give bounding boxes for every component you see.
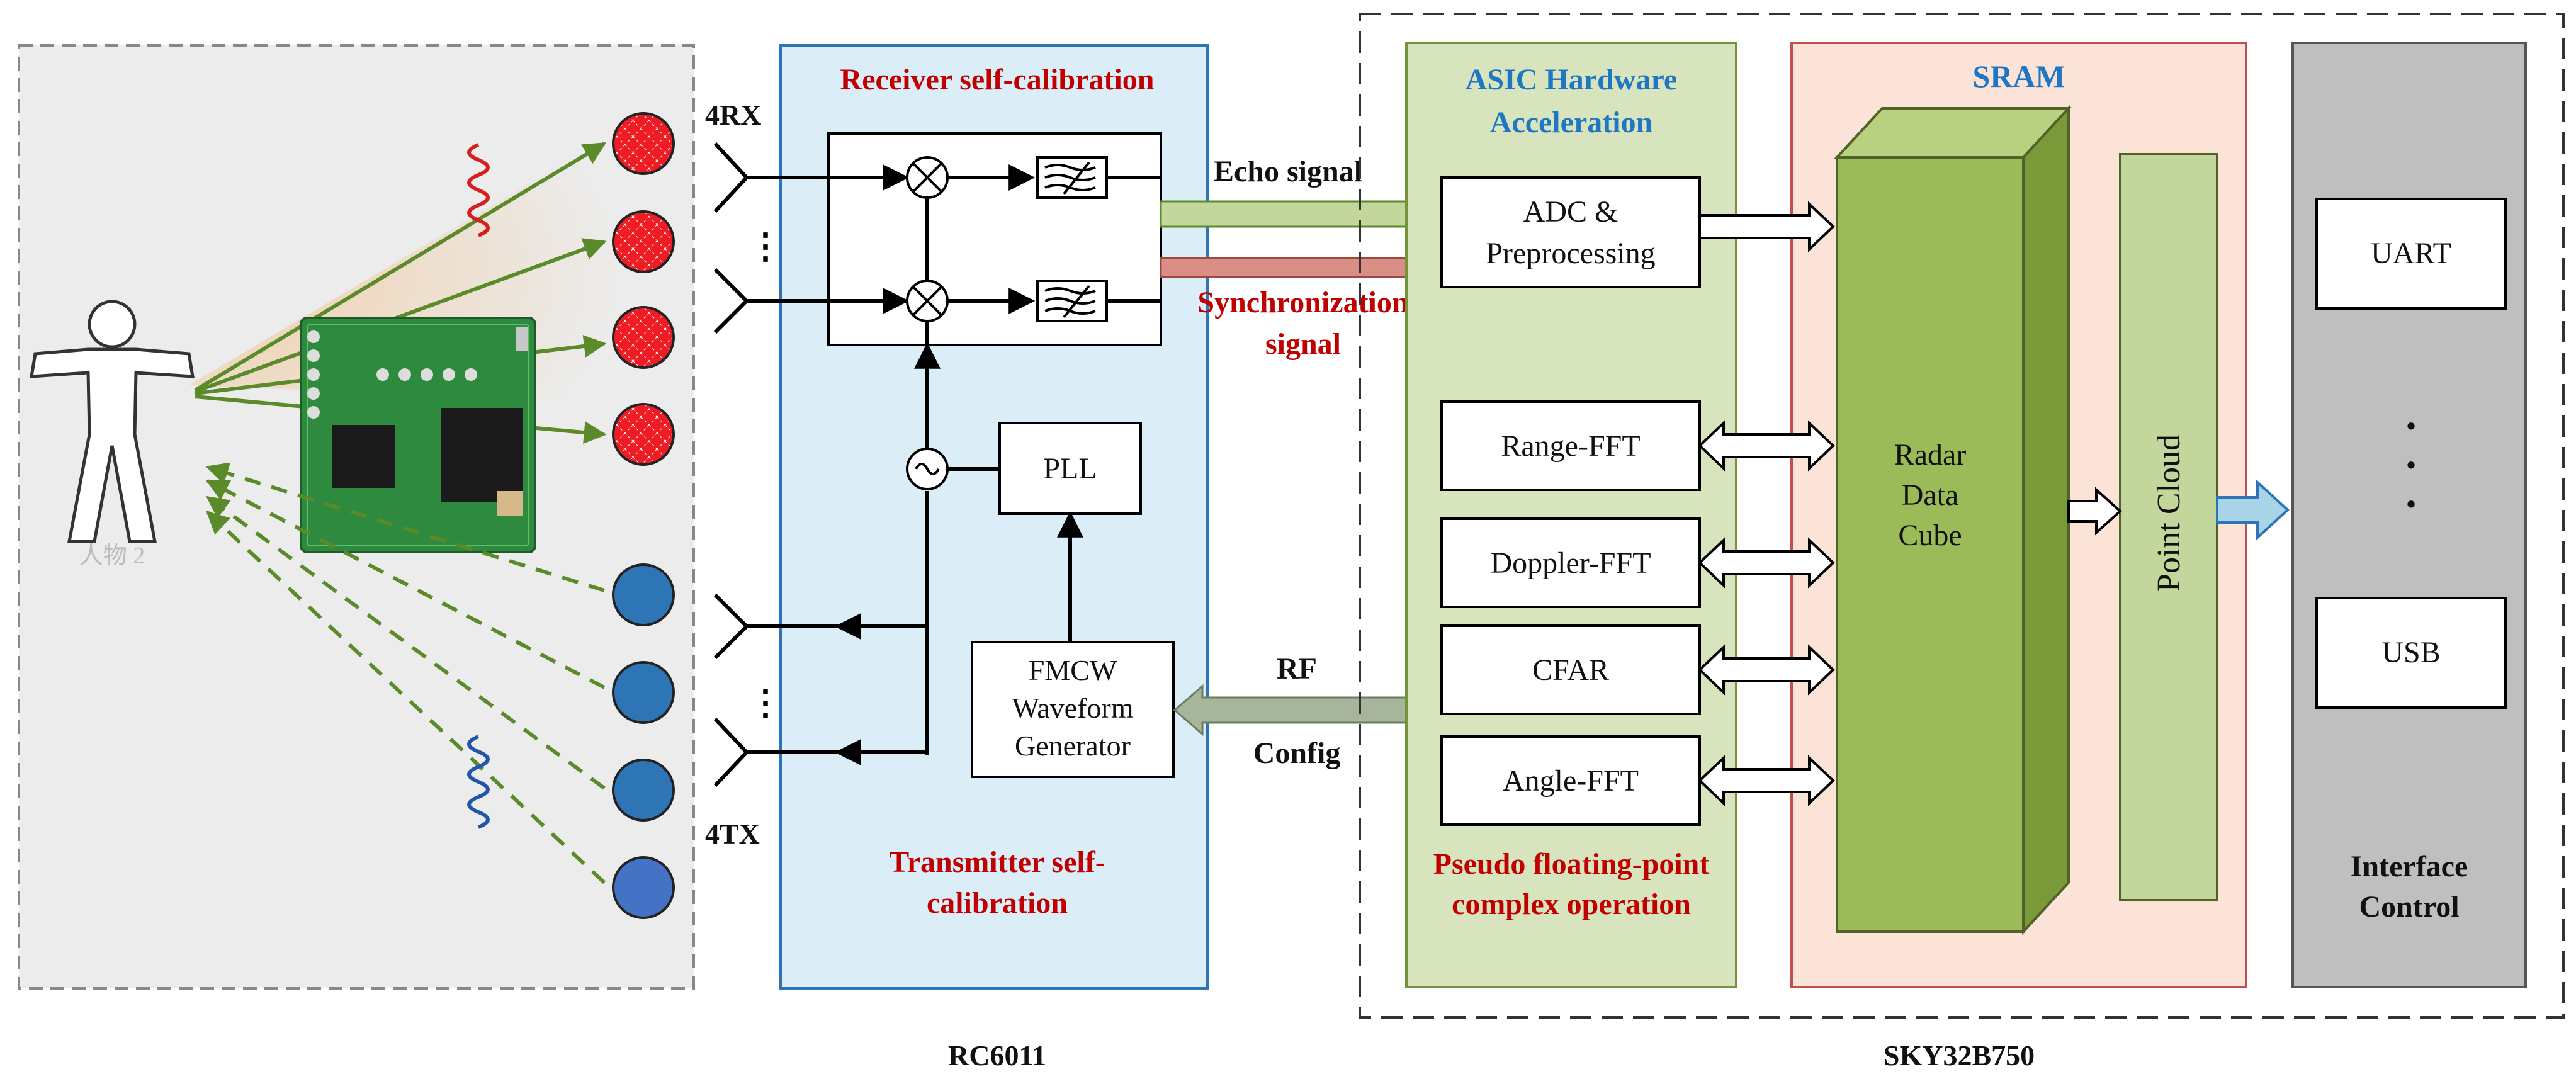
point-cloud-block — [2119, 153, 2218, 901]
echo-wave-icon — [467, 735, 490, 829]
sram-title: SRAM — [1972, 59, 2065, 94]
tx-count-label: 4TX — [705, 818, 760, 850]
rx-antennas — [713, 142, 828, 334]
person-label: 人物 2 — [79, 543, 145, 569]
cube-label-3: Cube — [1898, 519, 1962, 552]
target-red-4 — [612, 403, 675, 466]
range-fft-label: Range-FFT — [1501, 429, 1640, 463]
radar-data-cube — [1834, 105, 2072, 935]
output-arrow — [2216, 479, 2290, 541]
data-flow-arrows — [1698, 201, 2122, 806]
config-label: Config — [1253, 737, 1341, 770]
usb-block — [2315, 597, 2507, 709]
tx-antennas — [713, 593, 750, 788]
asic-title-2: Acceleration — [1490, 106, 1653, 139]
usb-label: USB — [2381, 636, 2440, 669]
sky32b750-boundary — [1359, 13, 2565, 1019]
rx-return-arrows — [205, 462, 606, 884]
pll-label: PLL — [1043, 452, 1097, 485]
oscillator-icon — [906, 448, 949, 490]
asic-footer-1: Pseudo floating-point — [1433, 847, 1710, 881]
rc6011-panel: Receiver self-calibration 4RX 4TX ⋮ ⋮ — [705, 44, 1209, 990]
adc-label-1: ADC & — [1523, 195, 1618, 229]
rx-targets — [612, 112, 675, 466]
transmitter-calibration-title-2: calibration — [927, 886, 1068, 920]
rx-count-label: 4RX — [705, 99, 761, 131]
point-cloud-label: Point Cloud — [2151, 434, 2187, 592]
target-blue-2 — [612, 661, 675, 724]
interface-dot-2: · — [2404, 441, 2418, 490]
target-blue-4 — [612, 856, 675, 919]
target-red-2 — [612, 210, 675, 273]
target-blue-3 — [612, 759, 675, 822]
scene-panel: 人物 2 — [18, 44, 695, 990]
person-icon — [30, 300, 195, 543]
sky32b750-caption: SKY32B750 — [1884, 1039, 2035, 1071]
pll-block — [998, 422, 1142, 515]
cfar-block — [1440, 624, 1701, 715]
receiver-block — [827, 132, 1162, 346]
adc-label-2: Preprocessing — [1486, 237, 1655, 270]
uart-block — [2315, 198, 2507, 310]
tx-antenna-ellipsis: ⋮ — [748, 684, 783, 723]
fmcw-label-3: Generator — [1015, 730, 1131, 762]
doppler-fft-label: Doppler-FFT — [1490, 546, 1651, 580]
rc6011-caption: RC6011 — [948, 1039, 1046, 1071]
doppler-fft-block — [1440, 517, 1701, 608]
target-red-1 — [612, 112, 675, 175]
uart-label: UART — [2371, 237, 2451, 270]
cube-label-2: Data — [1902, 478, 1959, 512]
radar-board-photo — [300, 317, 536, 553]
filter-icon — [1036, 156, 1108, 322]
asic-title-1: ASIC Hardware — [1466, 63, 1677, 96]
angle-fft-label: Angle-FFT — [1503, 764, 1639, 798]
target-blue-1 — [612, 563, 675, 626]
sram-panel: SRAM Radar Data Cube Point Cloud — [1790, 42, 2247, 988]
fmcw-label-2: Waveform — [1012, 692, 1134, 724]
cfar-label: CFAR — [1532, 653, 1609, 687]
target-red-3 — [612, 306, 675, 369]
fmcw-block — [971, 641, 1175, 778]
rf-config-arrow — [1173, 684, 1443, 737]
transmitter-calibration-title-1: Transmitter self- — [889, 845, 1105, 879]
interface-footer-2: Control — [2359, 890, 2459, 924]
interface-dot-3: · — [2404, 480, 2418, 529]
echo-signal-label: Echo signal — [1214, 155, 1362, 188]
asic-footer-2: complex operation — [1452, 888, 1691, 921]
tx-targets — [612, 563, 675, 919]
cube-label-1: Radar — [1894, 438, 1967, 472]
transmit-wave-icon — [467, 143, 490, 237]
sync-signal-label-1: Synchronization — [1197, 286, 1408, 319]
lo-lines — [747, 342, 1083, 765]
rf-label: RF — [1277, 652, 1317, 686]
interface-dot-1: · — [2404, 402, 2418, 451]
asic-panel: ASIC Hardware Acceleration ADC & Preproc… — [1405, 42, 1737, 988]
interface-panel: UART · · · USB Interface Control — [2291, 42, 2527, 988]
receiver-calibration-title: Receiver self-calibration — [840, 63, 1155, 96]
interface-footer-1: Interface — [2351, 850, 2468, 883]
range-fft-block — [1440, 400, 1701, 491]
rx-antenna-ellipsis: ⋮ — [748, 227, 783, 266]
sync-signal-label-2: signal — [1265, 327, 1341, 361]
mixer-icon — [906, 156, 949, 322]
adc-block — [1440, 176, 1701, 288]
fmcw-label-1: FMCW — [1029, 654, 1117, 686]
